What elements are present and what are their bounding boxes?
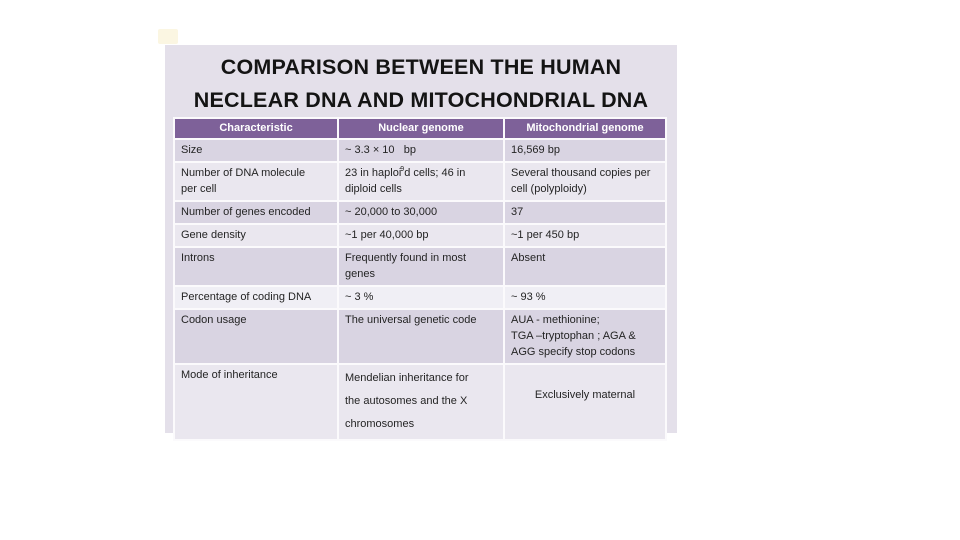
cell-text: d cells; 46 in — [404, 167, 466, 179]
column-header-nuclear-genome: Nuclear genome — [337, 117, 505, 140]
comparison-table: Characteristic Nuclear genome Mitochondr… — [173, 117, 667, 441]
slide-title: COMPARISON BETWEEN THE HUMAN NECLEAR DNA… — [165, 45, 677, 117]
cell-line: the autosomes and the X — [345, 395, 468, 407]
nuclear-cell: The universal genetic code — [337, 308, 505, 365]
row-gene-density: Gene density ~1 per 40,000 bp ~1 per 450… — [173, 223, 667, 248]
slide-title-line1: COMPARISON BETWEEN THE HUMAN — [220, 55, 622, 79]
mitochondrial-cell: ~ 93 % — [503, 285, 667, 310]
cell-text: 23 in haploi — [345, 167, 402, 179]
characteristic-cell: Codon usage — [173, 308, 339, 365]
slide-title-line2: NECLEAR DNA AND MITOCHONDRIAL DNA — [193, 88, 649, 112]
cell-line: AUA - methionine; — [511, 314, 600, 326]
row-genes-encoded: Number of genes encoded ~ 20,000 to 30,0… — [173, 200, 667, 225]
nuclear-cell: Mendelian inheritance for the autosomes … — [337, 363, 505, 441]
row-dna-molecules-per-cell: Number of DNA molecule per cell 23 in ha… — [173, 161, 667, 202]
corner-smudge — [158, 29, 178, 44]
cell-line: per cell — [181, 183, 217, 195]
characteristic-cell: Percentage of coding DNA — [173, 285, 339, 310]
mitochondrial-cell: Absent — [503, 246, 667, 287]
cell-line: Mendelian inheritance for — [345, 372, 469, 384]
superscript-9: 9 — [400, 166, 405, 174]
nuclear-cell: Frequently found in most genes — [337, 246, 505, 287]
mitochondrial-cell: AUA - methionine; TGA –tryptophan ; AGA … — [503, 308, 667, 365]
characteristic-cell: Number of DNA molecule per cell — [173, 161, 339, 202]
cell-line: genes — [345, 268, 375, 280]
cell-line: 23 in haploi9d cells; 46 in — [345, 165, 497, 181]
cell-line: diploid cells — [345, 183, 402, 195]
cell-line: Frequently found in most — [345, 252, 467, 264]
cell-line: Several thousand copies per — [511, 167, 651, 179]
cell-line: chromosomes — [345, 418, 415, 430]
mitochondrial-cell: Exclusively maternal — [503, 363, 667, 441]
mitochondrial-cell: ~1 per 450 bp — [503, 223, 667, 248]
cell-line: Number of DNA molecule — [181, 167, 306, 179]
cell-line: cell (polyploidy) — [511, 183, 587, 195]
characteristic-cell: Mode of inheritance — [173, 363, 339, 441]
slide: COMPARISON BETWEEN THE HUMAN NECLEAR DNA… — [165, 45, 677, 441]
nuclear-cell: 23 in haploi9d cells; 46 in diploid cell… — [337, 161, 505, 202]
row-introns: Introns Frequently found in most genes A… — [173, 246, 667, 287]
characteristic-cell: Introns — [173, 246, 339, 287]
row-mode-of-inheritance: Mode of inheritance Mendelian inheritanc… — [173, 363, 667, 441]
nuclear-cell: ~1 per 40,000 bp — [337, 223, 505, 248]
nuclear-cell: ~ 3.3 × 10 bp — [337, 138, 505, 163]
row-coding-dna-percentage: Percentage of coding DNA ~ 3 % ~ 93 % — [173, 285, 667, 310]
nuclear-cell: ~ 20,000 to 30,000 — [337, 200, 505, 225]
characteristic-cell: Size — [173, 138, 339, 163]
table-header-row: Characteristic Nuclear genome Mitochondr… — [173, 117, 667, 140]
mitochondrial-cell: 37 — [503, 200, 667, 225]
column-header-mitochondrial-genome: Mitochondrial genome — [503, 117, 667, 140]
row-size: Size ~ 3.3 × 10 bp 16,569 bp — [173, 138, 667, 163]
characteristic-cell: Number of genes encoded — [173, 200, 339, 225]
row-codon-usage: Codon usage The universal genetic code A… — [173, 308, 667, 365]
nuclear-cell: ~ 3 % — [337, 285, 505, 310]
cell-line: TGA –tryptophan ; AGA & — [511, 330, 636, 342]
cell-line: AGG specify stop codons — [511, 346, 636, 358]
column-header-characteristic: Characteristic — [173, 117, 339, 140]
characteristic-cell: Gene density — [173, 223, 339, 248]
mitochondrial-cell: 16,569 bp — [503, 138, 667, 163]
mitochondrial-cell: Several thousand copies per cell (polypl… — [503, 161, 667, 202]
